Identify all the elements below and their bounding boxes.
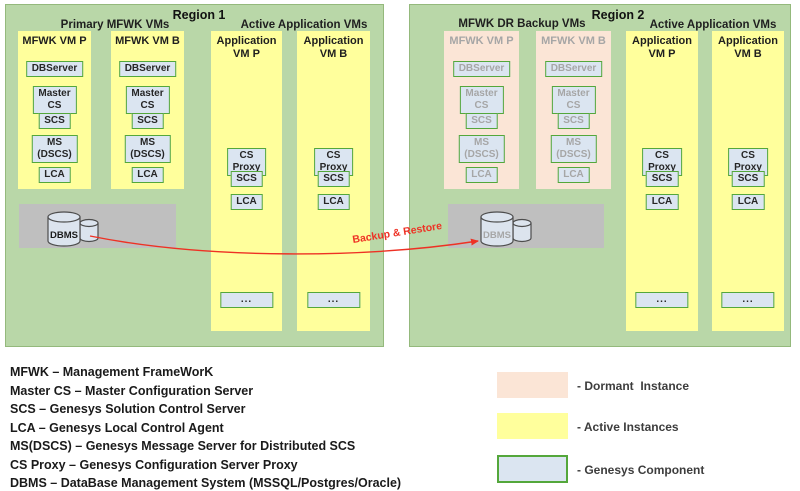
component-box-ms-dscs: MS (DSCS) (31, 135, 78, 163)
component-box-more: ... (306, 292, 361, 308)
component-box-dbserver: DBServer (452, 61, 511, 77)
component-box-scs: SCS (465, 113, 498, 129)
glossary-line-master-cs: Master CS – Master Configuration Server (10, 383, 254, 398)
region1-mfwk-vm-p: MFWK VM P DBServer Master CS SCS MS (DSC… (18, 31, 91, 189)
region-2: Region 2 MFWK DR Backup VMs Active Appli… (409, 4, 791, 347)
component-box-scs: SCS (230, 171, 263, 187)
glossary-line-cs-proxy: CS Proxy – Genesys Configuration Server … (10, 457, 298, 472)
component-box-lca: LCA (131, 167, 164, 183)
component-box-ms-dscs: MS (DSCS) (458, 135, 505, 163)
legend-swatch-component (497, 455, 568, 483)
region-1-title: Region 1 (172, 8, 226, 22)
component-box-lca: LCA (645, 194, 679, 210)
dbms-label: DBMS (50, 230, 78, 241)
region2-mfwk-vm-p-dormant: MFWK VM P DBServer Master CS SCS MS (DSC… (444, 31, 519, 189)
region1-dbms-database-icon: DBMS (47, 211, 99, 247)
component-box-scs: SCS (38, 113, 71, 129)
region2-app-vm-b: Application VM B CS Proxy SCS LCA ... (712, 31, 784, 331)
component-box-scs: SCS (131, 113, 164, 129)
component-box-ms-dscs: MS (DSCS) (550, 135, 597, 163)
component-box-scs: SCS (731, 171, 765, 187)
component-box-lca: LCA (317, 194, 350, 210)
legend-label-active: - Active Instances (577, 420, 679, 434)
vm-label: Application VM B (718, 35, 778, 60)
component-box-master-cs: Master CS (551, 86, 596, 114)
region-1-app-group-label: Active Application VMs (240, 19, 368, 31)
dbms-label: DBMS (483, 230, 511, 241)
legend-swatch-active (497, 413, 568, 439)
region-1-mfwk-group-label: Primary MFWK VMs (60, 19, 170, 31)
component-box-dbserver: DBServer (118, 61, 177, 77)
component-box-lca: LCA (557, 167, 590, 183)
component-box-more: ... (219, 292, 274, 308)
region1-mfwk-vm-b: MFWK VM B DBServer Master CS SCS MS (DSC… (111, 31, 184, 189)
legend-label-component: - Genesys Component (577, 463, 705, 477)
component-box-more: ... (635, 292, 689, 308)
component-box-lca: LCA (731, 194, 765, 210)
vm-label: MFWK VM B (541, 35, 606, 47)
vm-label: Application VM P (216, 35, 277, 60)
component-box-master-cs: Master CS (459, 86, 504, 114)
component-box-scs: SCS (645, 171, 679, 187)
glossary-line-scs: SCS – Genesys Solution Control Server (10, 402, 246, 416)
component-box-dbserver: DBServer (544, 61, 603, 77)
component-box-lca: LCA (465, 167, 498, 183)
region-2-mfwk-group-label: MFWK DR Backup VMs (458, 18, 586, 30)
glossary-line-ms-dscs: MS(DSCS) – Genesys Message Server for Di… (10, 439, 356, 453)
component-box-dbserver: DBServer (25, 61, 84, 77)
component-box-scs: SCS (317, 171, 350, 187)
region-2-app-group-label: Active Application VMs (649, 19, 777, 31)
region1-app-vm-b: Application VM B CS Proxy SCS LCA ... (297, 31, 370, 331)
component-box-lca: LCA (230, 194, 263, 210)
component-box-master-cs: Master CS (125, 86, 170, 114)
component-box-ms-dscs: MS (DSCS) (124, 135, 171, 163)
glossary-line-lca: LCA – Genesys Local Control Agent (10, 420, 224, 435)
component-box-lca: LCA (38, 167, 71, 183)
vm-label: MFWK VM B (115, 35, 180, 47)
region2-app-vm-p: Application VM P CS Proxy SCS LCA ... (626, 31, 698, 331)
vm-label: Application VM B (303, 35, 364, 60)
region2-dbms-database-icon: DBMS (480, 211, 532, 247)
legend-label-dormant: - Dormant Instance (577, 379, 690, 393)
legend-swatch-dormant (497, 372, 568, 398)
vm-label: MFWK VM P (449, 35, 514, 47)
vm-label: MFWK VM P (22, 35, 87, 47)
component-box-master-cs: Master CS (32, 86, 77, 114)
region-2-title: Region 2 (591, 8, 645, 22)
region1-app-vm-p: Application VM P CS Proxy SCS LCA ... (211, 31, 282, 331)
vm-label: Application VM P (632, 35, 692, 60)
component-box-scs: SCS (557, 113, 590, 129)
glossary-line-dbms: DBMS – DataBase Management System (MSSQL… (10, 476, 402, 490)
component-box-more: ... (721, 292, 775, 308)
region-1: Region 1 Primary MFWK VMs Active Applica… (5, 4, 384, 347)
glossary-line-mfwk: MFWK – Management FrameWorK (10, 365, 214, 379)
region2-mfwk-vm-b-dormant: MFWK VM B DBServer Master CS SCS MS (DSC… (536, 31, 611, 189)
glossary: MFWK – Management FrameWorK Master CS – … (10, 363, 401, 491)
